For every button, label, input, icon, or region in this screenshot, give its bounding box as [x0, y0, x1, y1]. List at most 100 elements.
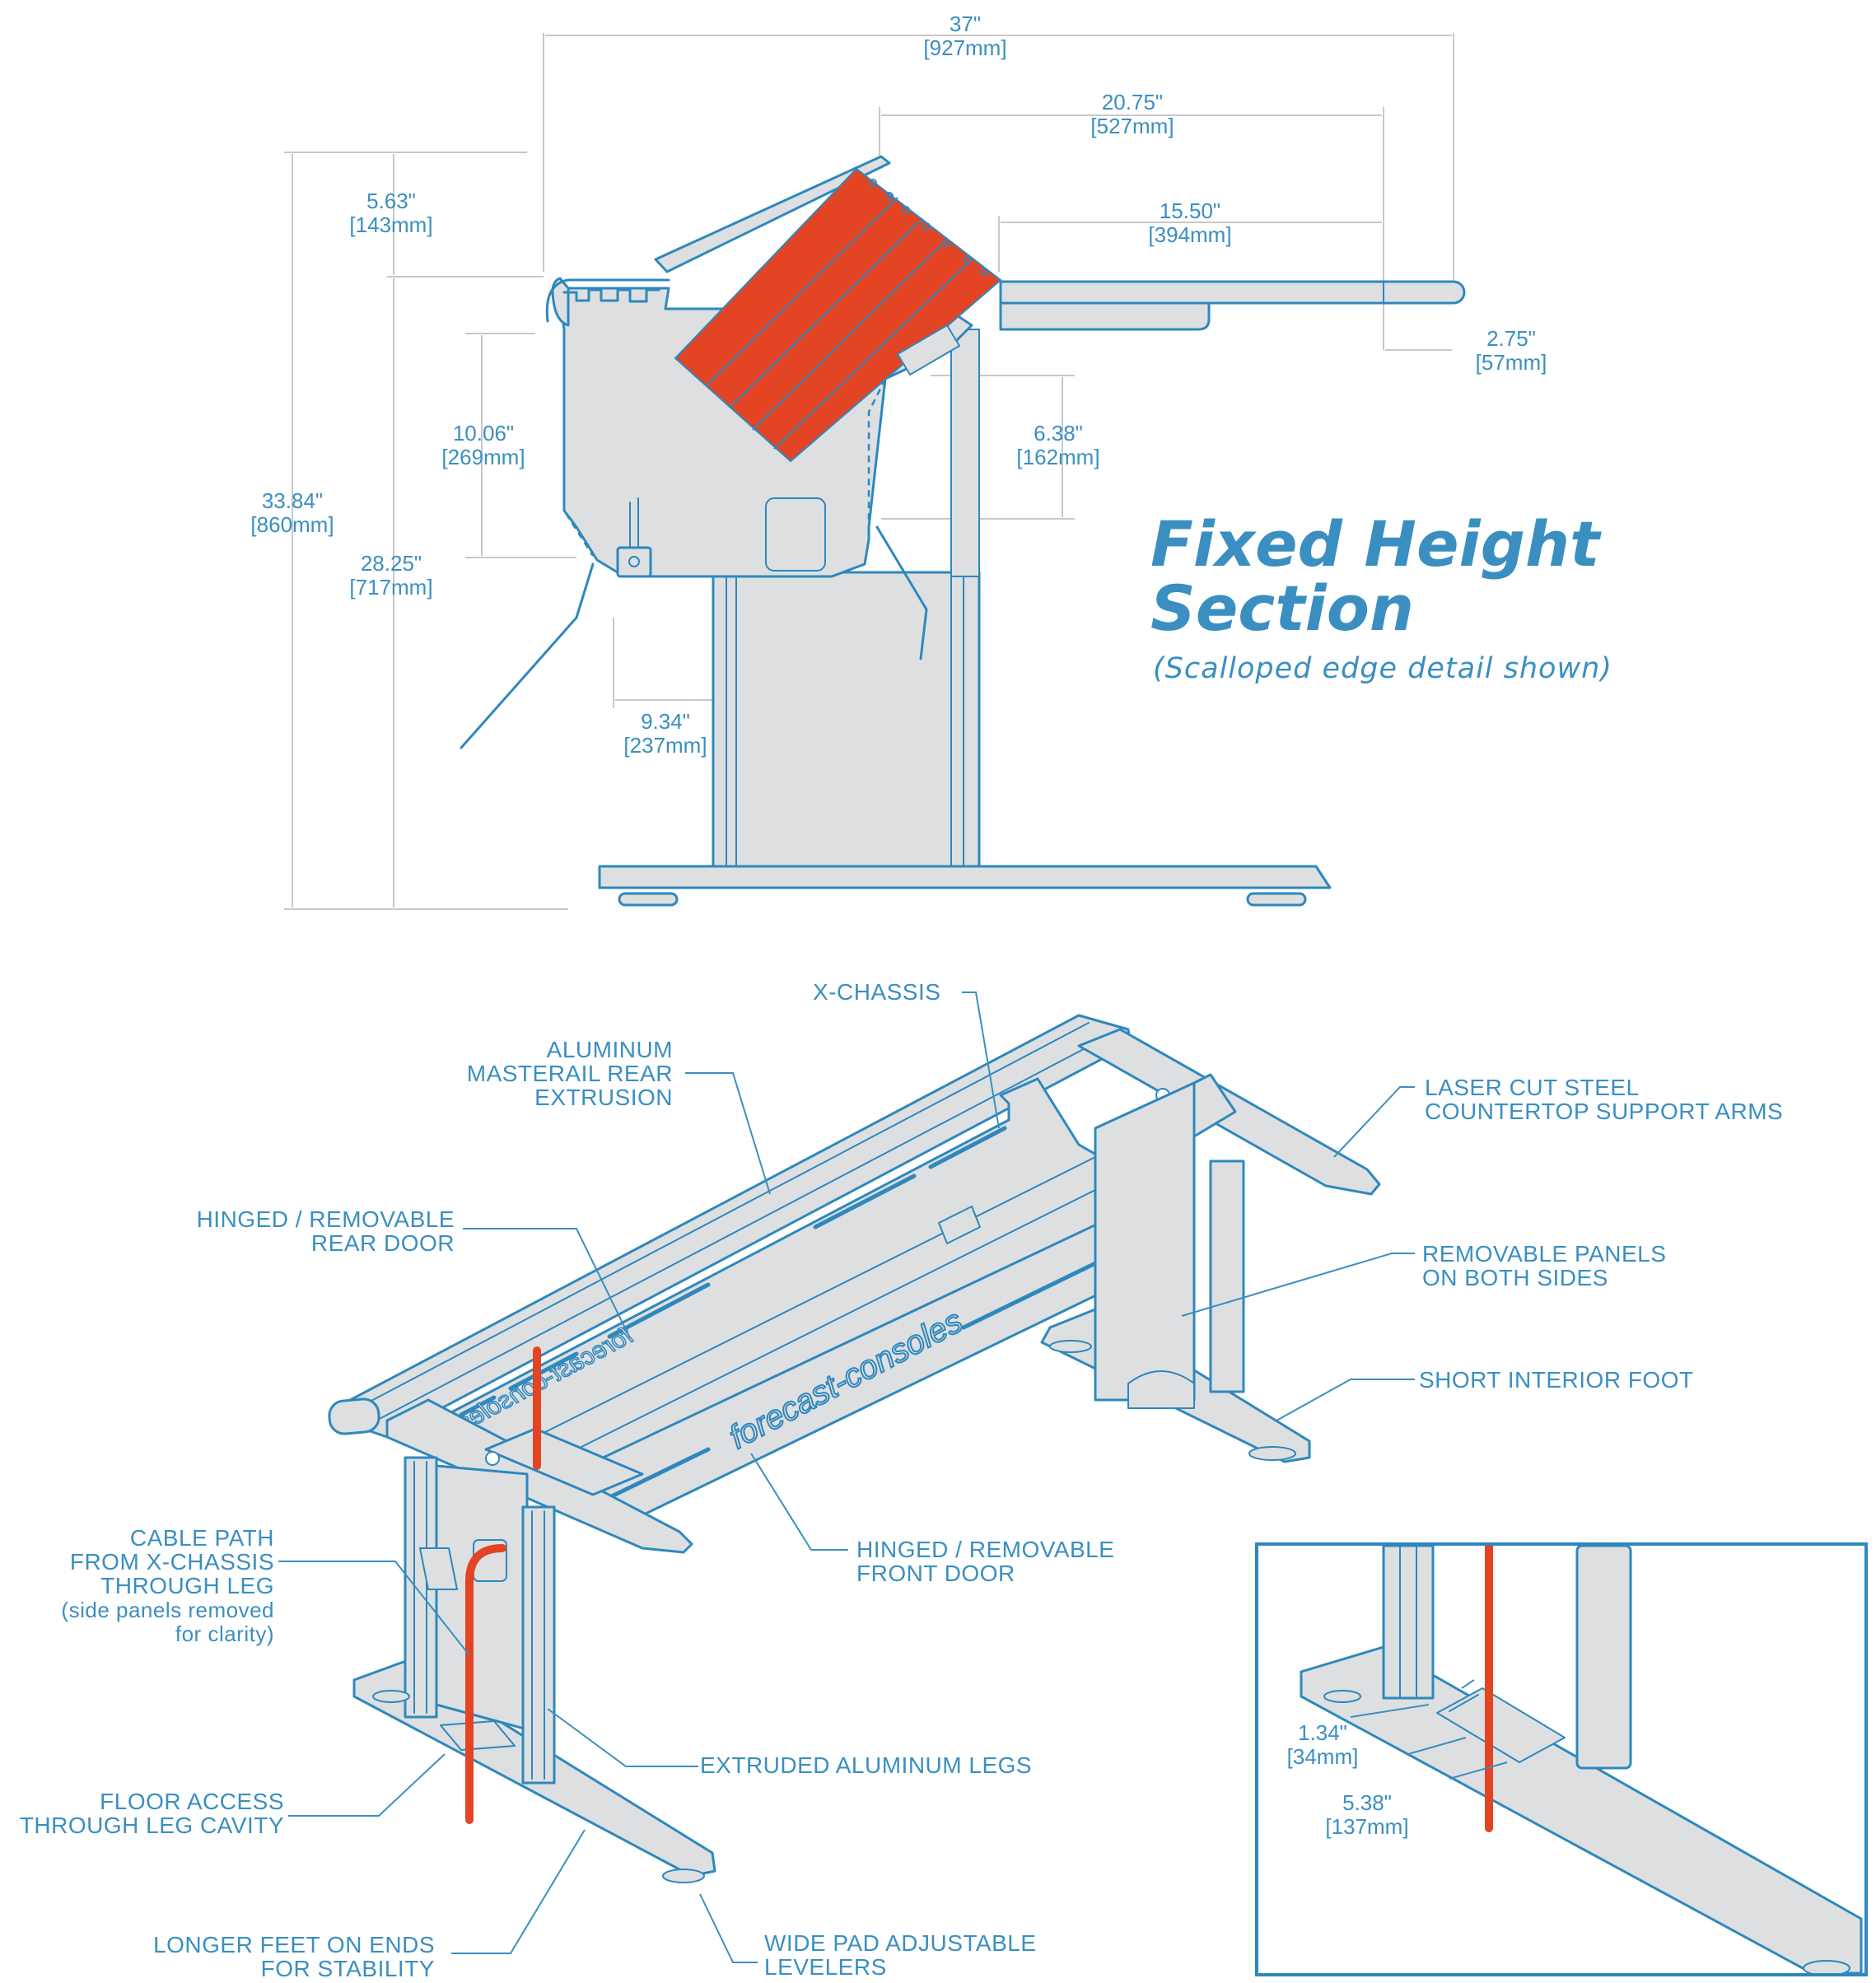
svg-text:LASER CUT STEEL: LASER CUT STEEL	[1425, 1075, 1640, 1100]
svg-text:5.63": 5.63"	[366, 189, 416, 213]
svg-text:[143mm]: [143mm]	[349, 212, 432, 237]
dim-leg-offset: 9.34" [237mm]	[623, 709, 707, 758]
label-longer-feet: LONGER FEET ON ENDS FOR STABILITY	[153, 1932, 435, 1981]
svg-text:WIDE PAD ADJUSTABLE: WIDE PAD ADJUSTABLE	[764, 1930, 1037, 1956]
svg-text:HINGED / REMOVABLE: HINGED / REMOVABLE	[856, 1537, 1114, 1562]
svg-text:2.75": 2.75"	[1486, 326, 1536, 351]
svg-text:ALUMINUM: ALUMINUM	[547, 1037, 673, 1062]
svg-text:LONGER FEET ON ENDS: LONGER FEET ON ENDS	[153, 1932, 435, 1957]
svg-text:[269mm]: [269mm]	[441, 445, 525, 469]
extruded-aluminum-leg-right	[521, 1505, 556, 1785]
power-plug	[616, 546, 652, 578]
leveler-front	[1246, 892, 1307, 907]
svg-text:(Scalloped edge detail shown): (Scalloped edge detail shown)	[1153, 652, 1612, 685]
svg-text:Fixed Height: Fixed Height	[1150, 507, 1602, 581]
rear-leg	[1209, 1159, 1245, 1393]
svg-text:ON BOTH SIDES: ON BOTH SIDES	[1422, 1265, 1608, 1290]
svg-text:FROM X-CHASSIS: FROM X-CHASSIS	[70, 1549, 274, 1575]
label-removable-panels: REMOVABLE PANELS ON BOTH SIDES	[1422, 1241, 1666, 1290]
label-rear-door: HINGED / REMOVABLE REAR DOOR	[197, 1206, 455, 1256]
svg-text:CABLE PATH: CABLE PATH	[130, 1525, 274, 1551]
svg-text:FLOOR ACCESS: FLOOR ACCESS	[100, 1789, 284, 1814]
turret-top	[654, 155, 891, 273]
leader-lines	[278, 992, 1415, 1963]
svg-text:(side panels removed: (side panels removed	[61, 1598, 274, 1622]
side-section-view: 37" [927mm] 20.75" [527mm] 15.50" [394mm…	[250, 12, 1547, 910]
svg-text:[860mm]: [860mm]	[250, 512, 334, 537]
floor-access-detail-inset: 1.34" [34mm] 5.38" [137mm]	[1255, 1542, 1868, 1976]
svg-text:[717mm]: [717mm]	[349, 575, 432, 600]
label-short-foot: SHORT INTERIOR FOOT	[1419, 1367, 1694, 1393]
dimension-lines	[292, 35, 1452, 908]
svg-text:[162mm]: [162mm]	[1016, 445, 1099, 469]
section-title: Fixed Height Section (Scalloped edge det…	[1150, 507, 1612, 685]
svg-text:9.34": 9.34"	[641, 709, 690, 734]
work-surface	[999, 280, 1466, 305]
dim-work-height: 28.25" [717mm]	[349, 551, 432, 600]
extruded-aluminum-leg-left	[404, 1456, 438, 1719]
svg-text:LEVELERS: LEVELERS	[764, 1954, 887, 1980]
svg-text:6.38": 6.38"	[1034, 421, 1083, 446]
dim-rear-cabinet: 10.06" [269mm]	[441, 421, 525, 469]
svg-text:5.38": 5.38"	[1342, 1790, 1392, 1815]
equipment-rack	[674, 167, 1002, 463]
svg-text:FOR STABILITY: FOR STABILITY	[261, 1956, 435, 1981]
inset-leg-left	[1382, 1546, 1435, 1700]
svg-text:20.75": 20.75"	[1102, 90, 1163, 114]
svg-text:[34mm]: [34mm]	[1287, 1744, 1359, 1769]
svg-text:37": 37"	[950, 12, 981, 36]
svg-text:HINGED / REMOVABLE: HINGED / REMOVABLE	[197, 1206, 455, 1232]
front-door-swing	[875, 525, 928, 660]
label-levelers: WIDE PAD ADJUSTABLE LEVELERS	[764, 1930, 1037, 1980]
svg-text:[927mm]: [927mm]	[923, 35, 1006, 60]
isometric-chassis-view: forecast-consoles forecast-consoles	[20, 979, 1783, 1981]
svg-text:THROUGH LEG CAVITY: THROUGH LEG CAVITY	[20, 1813, 284, 1838]
svg-text:33.84": 33.84"	[262, 488, 323, 513]
label-masterail: ALUMINUM MASTERAIL REAR EXTRUSION	[467, 1037, 673, 1110]
label-x-chassis: X-CHASSIS	[813, 979, 940, 1005]
dim-overhang: 2.75" [57mm]	[1476, 326, 1547, 375]
label-front-door: HINGED / REMOVABLE FRONT DOOR	[856, 1537, 1114, 1586]
svg-text:MASTERAIL REAR: MASTERAIL REAR	[467, 1061, 673, 1086]
svg-text:10.06": 10.06"	[453, 421, 514, 446]
removable-side-panel	[1094, 1081, 1196, 1402]
dim-turret-height: 5.63" [143mm]	[349, 189, 432, 237]
dim-total-height: 33.84" [860mm]	[250, 488, 334, 537]
access-cutout	[765, 497, 826, 572]
dim-access-width: 1.34" [34mm]	[1287, 1720, 1359, 1769]
svg-text:15.50": 15.50"	[1160, 198, 1220, 223]
svg-text:for clarity): for clarity)	[175, 1621, 274, 1646]
svg-text:EXTRUSION: EXTRUSION	[534, 1085, 673, 1110]
svg-text:FRONT DOOR: FRONT DOOR	[856, 1561, 1015, 1586]
svg-text:COUNTERTOP SUPPORT ARMS: COUNTERTOP SUPPORT ARMS	[1425, 1099, 1783, 1124]
svg-text:[237mm]: [237mm]	[623, 733, 707, 758]
label-extruded-legs: EXTRUDED ALUMINUM LEGS	[700, 1752, 1032, 1778]
svg-text:THROUGH LEG: THROUGH LEG	[100, 1573, 274, 1598]
label-cable-path: CABLE PATH FROM X-CHASSIS THROUGH LEG (s…	[61, 1525, 274, 1646]
label-floor-access: FLOOR ACCESS THROUGH LEG CAVITY	[20, 1789, 284, 1838]
svg-text:[527mm]: [527mm]	[1090, 114, 1174, 138]
inset-leg-right	[1575, 1546, 1632, 1770]
svg-text:[137mm]: [137mm]	[1325, 1814, 1408, 1839]
svg-text:[394mm]: [394mm]	[1148, 222, 1231, 247]
svg-text:1.34": 1.34"	[1298, 1720, 1347, 1745]
countertop-support-arm-front	[385, 1398, 693, 1554]
rear-door-swing	[460, 562, 595, 749]
svg-text:28.25": 28.25"	[361, 551, 422, 576]
base-foot	[598, 865, 1332, 889]
dim-top-depth: 20.75" [527mm]	[1090, 90, 1174, 138]
svg-text:[57mm]: [57mm]	[1476, 350, 1547, 375]
leveler-rear	[618, 892, 679, 907]
leg-column	[712, 571, 981, 868]
svg-text:REMOVABLE PANELS: REMOVABLE PANELS	[1422, 1241, 1666, 1267]
dim-overall-depth: 37" [927mm]	[923, 12, 1006, 60]
dim-work-surface: 15.50" [394mm]	[1148, 198, 1231, 247]
dim-front-cabinet: 6.38" [162mm]	[1016, 421, 1099, 469]
svg-text:REAR DOOR: REAR DOOR	[311, 1230, 455, 1256]
leg-cavity-panel	[435, 1464, 529, 1731]
label-laser-cut-arms: LASER CUT STEEL COUNTERTOP SUPPORT ARMS	[1425, 1075, 1783, 1124]
dim-access-length: 5.38" [137mm]	[1325, 1790, 1408, 1839]
svg-text:Section: Section	[1150, 572, 1414, 645]
scalloped-edge	[545, 278, 670, 323]
